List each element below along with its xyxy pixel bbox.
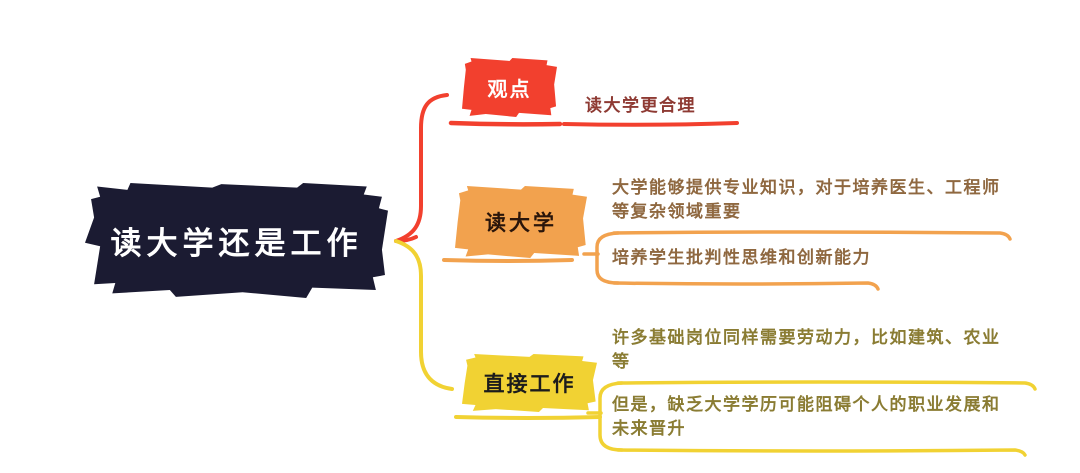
work-leaf-underline-0	[616, 380, 1037, 391]
leaf-work-0[interactable]: 许多基础岗位同样需要劳动力，比如建筑、农业等	[612, 328, 1001, 372]
leaf-work-1[interactable]: 但是，缺乏大学学历可能阻碍个人的职业发展和未来晋升	[612, 395, 1001, 439]
root-node-label: 读大学还是工作	[110, 226, 363, 262]
root-node[interactable]: 读大学还是工作	[85, 183, 388, 298]
work-leaf-underline-1	[616, 448, 1027, 457]
university-leaf-underline-1	[612, 281, 880, 291]
connector-root-to-university	[394, 235, 418, 243]
leaf-viewpoint-0[interactable]: 读大学更合理	[585, 96, 696, 116]
branch-node-university[interactable]: 读大学	[455, 186, 587, 258]
work-node-underline	[454, 415, 602, 420]
viewpoint-leaf-underline	[562, 121, 739, 127]
branch-label-university: 读大学	[485, 211, 557, 235]
university-leaf-underline-0	[612, 230, 1012, 241]
branch-label-work: 直接工作	[483, 372, 576, 396]
viewpoint-node-underline	[448, 120, 563, 127]
connector-root-to-viewpoint	[394, 93, 449, 243]
leaf-university-1[interactable]: 培养学生批判性思维和创新能力	[612, 248, 871, 268]
branch-node-work[interactable]: 直接工作	[462, 354, 597, 412]
leaf-university-0[interactable]: 大学能够提供专业知识，对于培养医生、工程师等复杂领域重要	[612, 178, 1001, 222]
branch-label-viewpoint: 观点	[487, 77, 532, 101]
connector-root-to-work	[394, 239, 454, 391]
branch-node-viewpoint[interactable]: 观点	[462, 58, 557, 117]
university-node-underline	[442, 258, 574, 263]
